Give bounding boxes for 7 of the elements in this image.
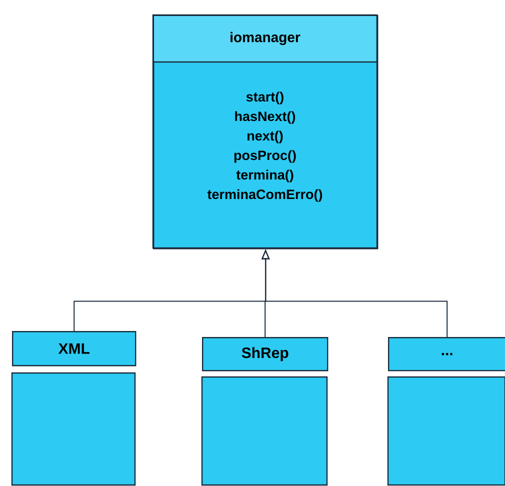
node-label: ... <box>442 352 452 356</box>
class-box: ... <box>387 337 505 486</box>
class-box: iomanager start() hasNext() next() posProc() termina() terminaComErro() <box>152 14 378 250</box>
node-label: XML <box>58 343 90 354</box>
class-box: XML <box>11 331 136 486</box>
class-box: ShRep <box>201 337 328 486</box>
node-label: ShRep <box>242 347 288 362</box>
